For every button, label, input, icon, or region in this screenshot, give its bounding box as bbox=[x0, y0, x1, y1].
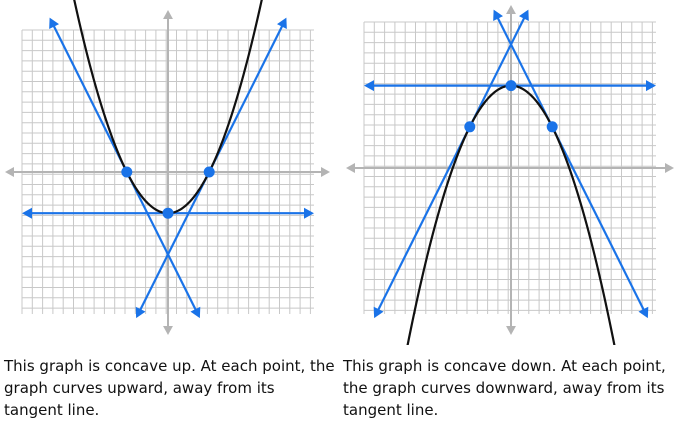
tangency-points bbox=[121, 166, 215, 219]
tangent-arrow bbox=[49, 17, 60, 30]
tangency-point bbox=[464, 121, 476, 133]
y-axis-arrow-down bbox=[163, 326, 173, 335]
tangency-point bbox=[121, 166, 133, 178]
tangent-line bbox=[495, 15, 646, 313]
tangent-arrow bbox=[364, 80, 374, 92]
tangent-arrow bbox=[190, 306, 201, 319]
x-axis-arrow-left bbox=[5, 167, 14, 177]
concave-down-graph bbox=[346, 5, 674, 345]
concave-up-graph bbox=[5, 0, 330, 335]
x-axis-arrow-left bbox=[346, 163, 355, 173]
tangency-point bbox=[162, 207, 174, 219]
tangent-arrow bbox=[276, 17, 287, 30]
tangent-arrow bbox=[638, 306, 649, 319]
function-curve bbox=[73, 0, 263, 215]
tangent-arrow bbox=[22, 207, 32, 219]
y-axis-arrow-up bbox=[506, 5, 516, 14]
axes bbox=[5, 10, 330, 335]
concave-up-caption: This graph is concave up. At each point,… bbox=[4, 357, 335, 419]
x-axis-arrow-right bbox=[321, 167, 330, 177]
y-axis-arrow-down bbox=[506, 326, 516, 335]
tangency-point bbox=[203, 166, 215, 178]
tangency-point bbox=[505, 80, 517, 92]
tangency-points bbox=[464, 80, 558, 133]
tangent-arrow bbox=[304, 207, 314, 219]
tangent-arrow bbox=[646, 80, 656, 92]
tangent-arrow bbox=[135, 306, 146, 319]
tangency-point bbox=[546, 121, 558, 133]
tangent-arrow bbox=[373, 306, 384, 319]
tangent-arrow bbox=[518, 9, 529, 22]
x-axis-arrow-right bbox=[665, 163, 674, 173]
axes bbox=[346, 5, 674, 335]
tangent-line bbox=[376, 15, 527, 313]
tangent-arrow bbox=[493, 9, 504, 22]
y-axis-arrow-up bbox=[163, 10, 173, 19]
concave-down-caption: This graph is concave down. At each poin… bbox=[343, 357, 666, 419]
